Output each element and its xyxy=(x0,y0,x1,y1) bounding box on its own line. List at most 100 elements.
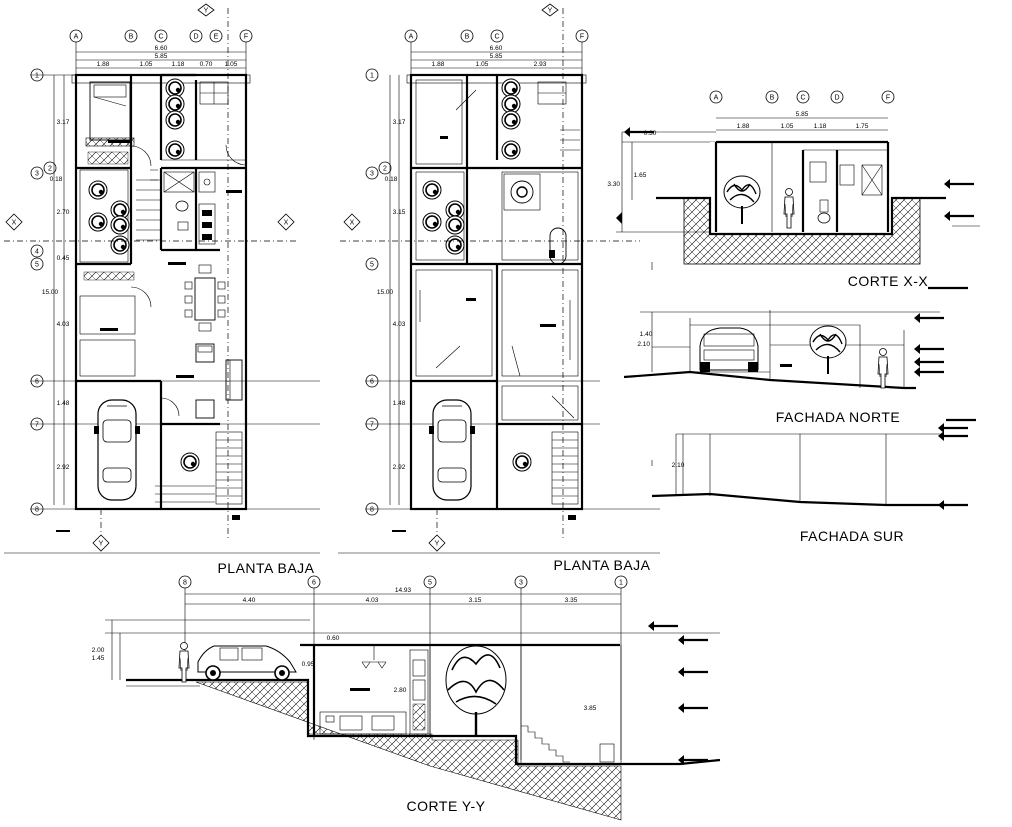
cxx-building xyxy=(656,140,946,265)
plan1-walls xyxy=(71,73,251,511)
cyy-axis-5: 5 xyxy=(428,580,432,587)
plan2-sub-width: 5.85 xyxy=(490,53,503,60)
cxx-label-b: B xyxy=(770,95,775,102)
cxx-width-1: 1.88 xyxy=(737,123,750,130)
cyy-axis-8: 8 xyxy=(183,580,187,587)
cxx-height-3: 3.30 xyxy=(607,181,620,188)
title-corte-y-y: CORTE Y-Y xyxy=(407,798,486,814)
plan2-row-bubbles: 1 2 3 5 6 7 8 3.17 0.18 3.15 4.03 1.48 2… xyxy=(365,68,660,516)
planta-baja-2: A B C F Y 6.60 5.85 1.88 1.05 2.93 1 xyxy=(338,3,660,573)
section2-y-label-bottom: Y xyxy=(435,541,440,548)
title-fachada-sur: FACHADA SUR xyxy=(800,528,904,544)
section2-x-label-left: X xyxy=(350,220,355,227)
plan2-grid-bubbles: A B C F Y xyxy=(404,3,589,540)
grid2-label-c: C xyxy=(494,34,499,41)
plan1-sub-width: 5.85 xyxy=(155,53,168,60)
plan2-height-1: 3.17 xyxy=(393,119,406,126)
cyy-axis-3: 3 xyxy=(519,580,523,587)
plan2-total-height: 15.00 xyxy=(377,289,394,296)
plan2-width-2: 1.05 xyxy=(476,61,489,68)
cxx-label-a: A xyxy=(714,95,719,102)
fachada-sur: 2.10 FACHADA SUR xyxy=(651,421,970,544)
cyy-axis-6: 6 xyxy=(312,580,316,587)
row2-label-3: 3 xyxy=(370,171,374,178)
cxx-levels xyxy=(616,125,980,227)
section-x-label-left: X xyxy=(12,220,17,227)
cyy-span-3: 3.15 xyxy=(469,597,482,604)
cyy-height-6: 3.85 xyxy=(584,705,597,712)
plan2-width-1: 1.88 xyxy=(432,61,445,68)
cxx-width-3: 1.18 xyxy=(814,123,827,130)
title-fachada-norte: FACHADA NORTE xyxy=(776,409,901,425)
plan2-height-4: 4.03 xyxy=(393,321,406,328)
bedroom2-furniture xyxy=(79,271,136,377)
grid2-label-b: B xyxy=(465,34,470,41)
cyy-span-2: 4.03 xyxy=(366,597,379,604)
cyy-height-5: 2.80 xyxy=(394,687,407,694)
corte-y-y: 8 6 5 3 1 14.93 4.40 4.03 3.15 3.35 2.0 xyxy=(92,575,721,821)
car-side-yy-icon xyxy=(197,645,297,681)
stairs-icon xyxy=(150,169,243,505)
cyy-span-4: 3.35 xyxy=(565,597,578,604)
section-x-label-right: X xyxy=(284,220,289,227)
cyy-height-1: 2.00 xyxy=(92,647,105,654)
cxx-height-1: 0.30 xyxy=(644,130,657,137)
row2-label-7: 7 xyxy=(370,422,374,429)
plan1-width-1: 1.88 xyxy=(97,61,110,68)
plan1-row-bubbles: 1 2 3 4 5 6 7 8 3.17 0.18 2.70 0.45 4.03… xyxy=(30,68,320,516)
car-icon xyxy=(93,399,141,501)
grid-label-b: B xyxy=(129,34,134,41)
plan2-width-3: 2.93 xyxy=(534,61,547,68)
title-corte-x-x: CORTE X-X xyxy=(848,273,929,289)
car-icon-2 xyxy=(428,399,476,501)
plan2-height-3: 3.15 xyxy=(393,209,406,216)
cyy-levels xyxy=(646,619,710,767)
living-room-icon xyxy=(130,286,243,419)
cxx-label-f: F xyxy=(886,95,890,102)
plan1-height-4: 0.45 xyxy=(57,255,70,262)
corte-x-x: A B C D F 5.85 1.88 1.05 1.18 1.75 0.30 … xyxy=(607,90,980,290)
plan2-height-6: 2.92 xyxy=(393,464,406,471)
row2-label-1: 1 xyxy=(370,73,374,80)
row2-label-8: 8 xyxy=(370,507,374,514)
cxx-height-2: 1.65 xyxy=(634,172,647,179)
plan1-width-2: 1.05 xyxy=(140,61,153,68)
grid-label-f: F xyxy=(244,34,248,41)
row-label-5: 5 xyxy=(35,262,39,269)
plan2-height-5: 1.48 xyxy=(393,400,406,407)
title-planta-baja-2: PLANTA BAJA xyxy=(553,557,650,573)
plan1-height-2: 0.18 xyxy=(50,176,63,183)
plan1-total-height: 15.00 xyxy=(42,289,59,296)
fachada-norte: 1.40 2.10 FACHADA NORTE xyxy=(623,262,976,425)
plan2-section-x: X Y xyxy=(340,213,640,552)
cxx-label-d: D xyxy=(834,95,839,102)
row-label-7: 7 xyxy=(35,422,39,429)
row2-label-5: 5 xyxy=(370,262,374,269)
planta-baja-1: A B C D E F Y 6.60 5.85 1.88 1.05 1.18 xyxy=(4,3,320,576)
plan1-height-6: 1.48 xyxy=(57,400,70,407)
cyy-dims-left: 2.00 1.45 0.60 0.95 2.80 3.85 xyxy=(92,619,720,712)
row-label-3: 3 xyxy=(35,171,39,178)
stairs-icon-2 xyxy=(392,431,579,532)
row-label-6: 6 xyxy=(35,379,39,386)
plan2-walls xyxy=(406,73,587,511)
plan2-total-width: 6.60 xyxy=(490,45,503,52)
title-planta-baja-1: PLANTA BAJA xyxy=(217,560,314,576)
cxx-label-c: C xyxy=(800,95,805,102)
tree-large-icon xyxy=(445,645,507,736)
row-label-2: 2 xyxy=(48,166,52,173)
plan1-fixtures xyxy=(130,81,247,245)
grid-label-a: A xyxy=(74,34,79,41)
grid-label-e: E xyxy=(214,34,219,41)
plan1-height-1: 3.17 xyxy=(57,119,70,126)
row2-label-6: 6 xyxy=(370,379,374,386)
cyy-height-3: 0.60 xyxy=(327,635,340,642)
plan2-top-dimensions: 6.60 5.85 1.88 1.05 2.93 xyxy=(410,42,583,75)
cyy-height-4: 0.95 xyxy=(302,661,315,668)
plan1-height-7: 2.92 xyxy=(57,464,70,471)
row2-label-2: 2 xyxy=(383,166,387,173)
cxx-width-2: 1.05 xyxy=(781,123,794,130)
cyy-total: 14.93 xyxy=(395,587,412,594)
plan1-top-dimensions: 6.60 5.85 1.88 1.05 1.18 0.70 1.05 xyxy=(75,42,247,75)
